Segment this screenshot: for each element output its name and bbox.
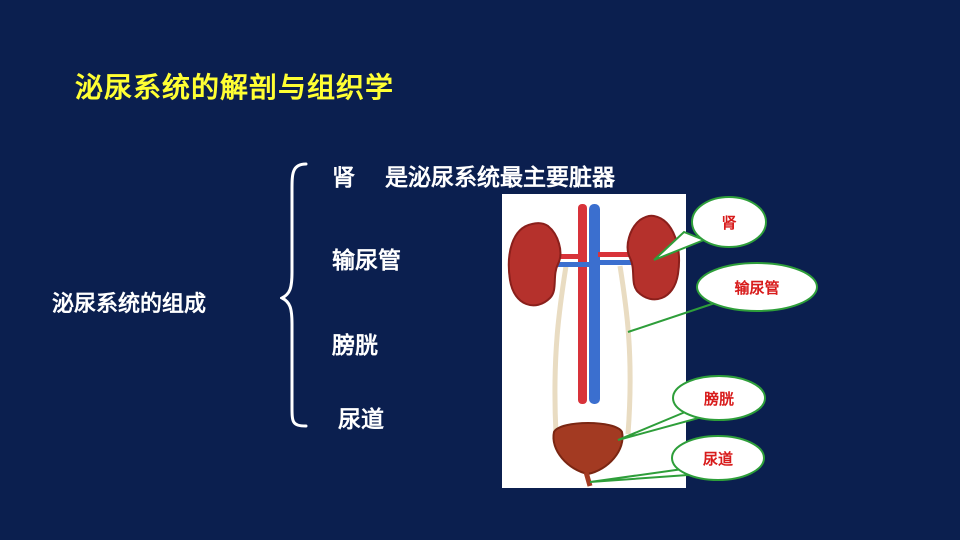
component-item-urethra: 尿道 (338, 407, 384, 433)
callout-label-urethra: 尿道 (702, 450, 733, 468)
slide-title: 泌尿系统的解剖与组织学 (75, 71, 395, 104)
callout-label-bladder: 膀胱 (703, 390, 734, 408)
urinary-system-drawing (507, 204, 680, 487)
callout-bubble-bladder (672, 375, 766, 421)
component-item-ureter: 输尿管 (332, 248, 401, 274)
component-name: 肾 (332, 165, 355, 191)
component-item-kidney: 肾 是泌尿系统最主要脏器 (332, 158, 615, 192)
callout-bubble-urethra (671, 435, 765, 481)
component-item-bladder: 膀胱 (332, 333, 378, 359)
curly-brace-icon (280, 162, 308, 428)
callout-bubble-ureter (696, 262, 818, 312)
callout-label-kidney: 肾 (721, 214, 737, 232)
callout-label-ureter: 输尿管 (734, 279, 780, 297)
callout-bubble-kidney (691, 196, 767, 248)
group-label: 泌尿系统的组成 (52, 292, 207, 317)
component-description: 是泌尿系统最主要脏器 (385, 165, 615, 191)
urinary-system-illustration (502, 194, 686, 488)
